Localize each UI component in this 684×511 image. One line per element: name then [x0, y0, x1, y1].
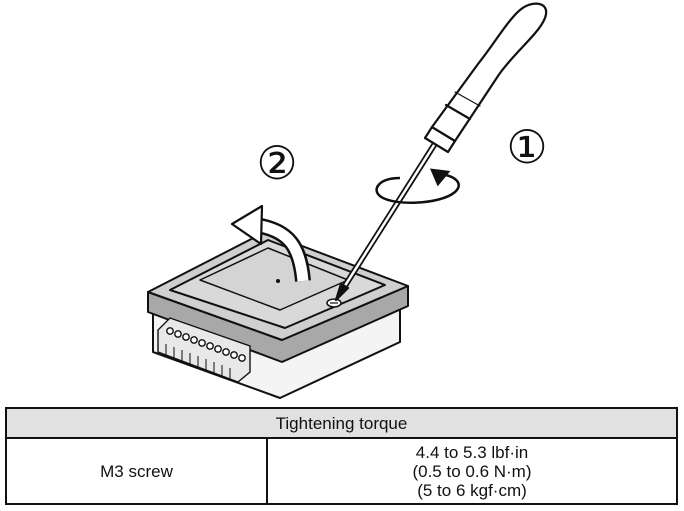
rotate-arrow-icon — [375, 168, 460, 204]
torque-lbf-in: 4.4 to 5.3 lbf·in — [415, 442, 529, 462]
cover-screw-icon — [326, 298, 342, 308]
assembly-illustration — [147, 2, 548, 399]
screw-type-cell: M3 screw — [5, 437, 268, 505]
torque-kgf-cm: (5 to 6 kgf·cm) — [417, 480, 527, 500]
table-row: M3 screw 4.4 to 5.3 lbf·in (0.5 to 0.6 N… — [5, 437, 678, 505]
torque-value-cell: 4.4 to 5.3 lbf·in (0.5 to 0.6 N·m) (5 to… — [266, 437, 678, 505]
terminal-slots — [165, 344, 231, 379]
torque-n-m: (0.5 to 0.6 N·m) — [412, 461, 532, 481]
screwdriver-icon — [334, 2, 548, 302]
step-2-marker: ② — [256, 136, 298, 190]
terminal-block — [157, 317, 251, 383]
torque-table: Tightening torque M3 screw 4.4 to 5.3 lb… — [5, 407, 678, 505]
table-header: Tightening torque — [5, 407, 678, 439]
table-header-row: Tightening torque — [5, 407, 678, 439]
lift-arrow-icon — [230, 204, 311, 282]
step-1-marker: ① — [506, 120, 548, 174]
terminal-screws — [166, 327, 246, 362]
device-housing — [147, 231, 409, 399]
